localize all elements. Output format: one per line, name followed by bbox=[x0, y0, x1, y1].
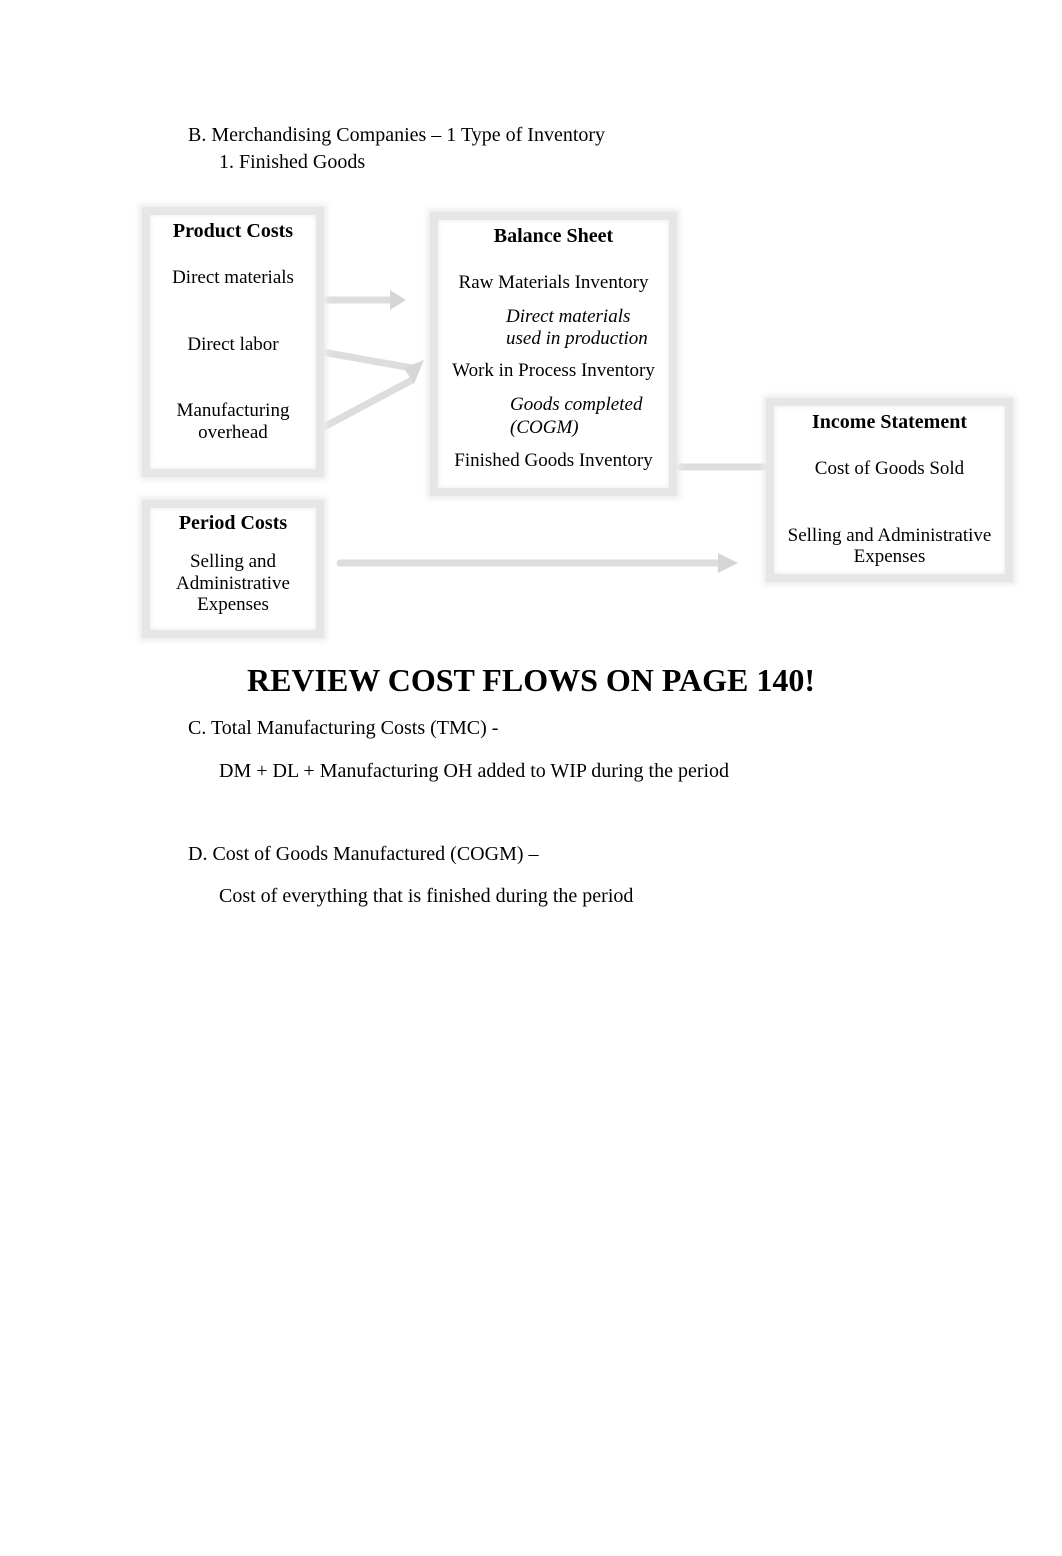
section-c-definition: DM + DL + Manufacturing OH added to WIP … bbox=[219, 760, 730, 782]
period-costs-box bbox=[142, 500, 324, 638]
review-heading: REVIEW COST FLOWS ON PAGE 140! bbox=[246, 662, 816, 698]
arrow-direct-labor bbox=[318, 348, 416, 372]
section-c-title: C. Total Manufacturing Costs (TMC) - bbox=[188, 717, 499, 739]
section-d-definition: Cost of everything that is finished duri… bbox=[219, 885, 634, 907]
balance-sheet-box bbox=[430, 212, 677, 496]
income-statement-title: Income Statement bbox=[812, 411, 967, 433]
dm-used-line1: Direct materials bbox=[506, 306, 631, 327]
balance-sheet-title: Balance Sheet bbox=[493, 225, 614, 247]
sga-line1: Selling and Administrative bbox=[787, 525, 992, 546]
goods-completed-line1: Goods completed bbox=[510, 394, 643, 415]
period-costs-title: Period Costs bbox=[178, 512, 288, 534]
cost-of-goods-sold: Cost of Goods Sold bbox=[814, 458, 965, 479]
product-costs-box bbox=[142, 207, 324, 477]
dm-used-line2: used in production bbox=[506, 328, 648, 349]
direct-materials-label: Direct materials bbox=[172, 267, 294, 288]
income-statement-box bbox=[766, 398, 1013, 582]
mfg-overhead-line1: Manufacturing bbox=[176, 400, 290, 421]
finished-goods-inventory: Finished Goods Inventory bbox=[454, 450, 653, 471]
section-b-item-1: 1. Finished Goods bbox=[219, 151, 366, 173]
sga-line2: Expenses bbox=[853, 546, 926, 567]
mfg-overhead-line2: overhead bbox=[198, 422, 268, 443]
direct-labor-label: Direct labor bbox=[187, 334, 279, 355]
period-costs-line1: Selling and bbox=[189, 551, 277, 572]
section-d-title: D. Cost of Goods Manufactured (COGM) – bbox=[188, 843, 539, 865]
arrow-overhead bbox=[318, 376, 416, 432]
period-costs-line2: Administrative bbox=[176, 573, 290, 594]
product-costs-title: Product Costs bbox=[172, 220, 294, 242]
period-costs-line3: Expenses bbox=[197, 594, 269, 615]
goods-completed-line2: (COGM) bbox=[510, 417, 579, 438]
work-in-process-inventory: Work in Process Inventory bbox=[452, 360, 655, 381]
raw-materials-inventory: Raw Materials Inventory bbox=[458, 272, 649, 293]
section-b-title: B. Merchandising Companies – 1 Type of I… bbox=[188, 124, 606, 146]
